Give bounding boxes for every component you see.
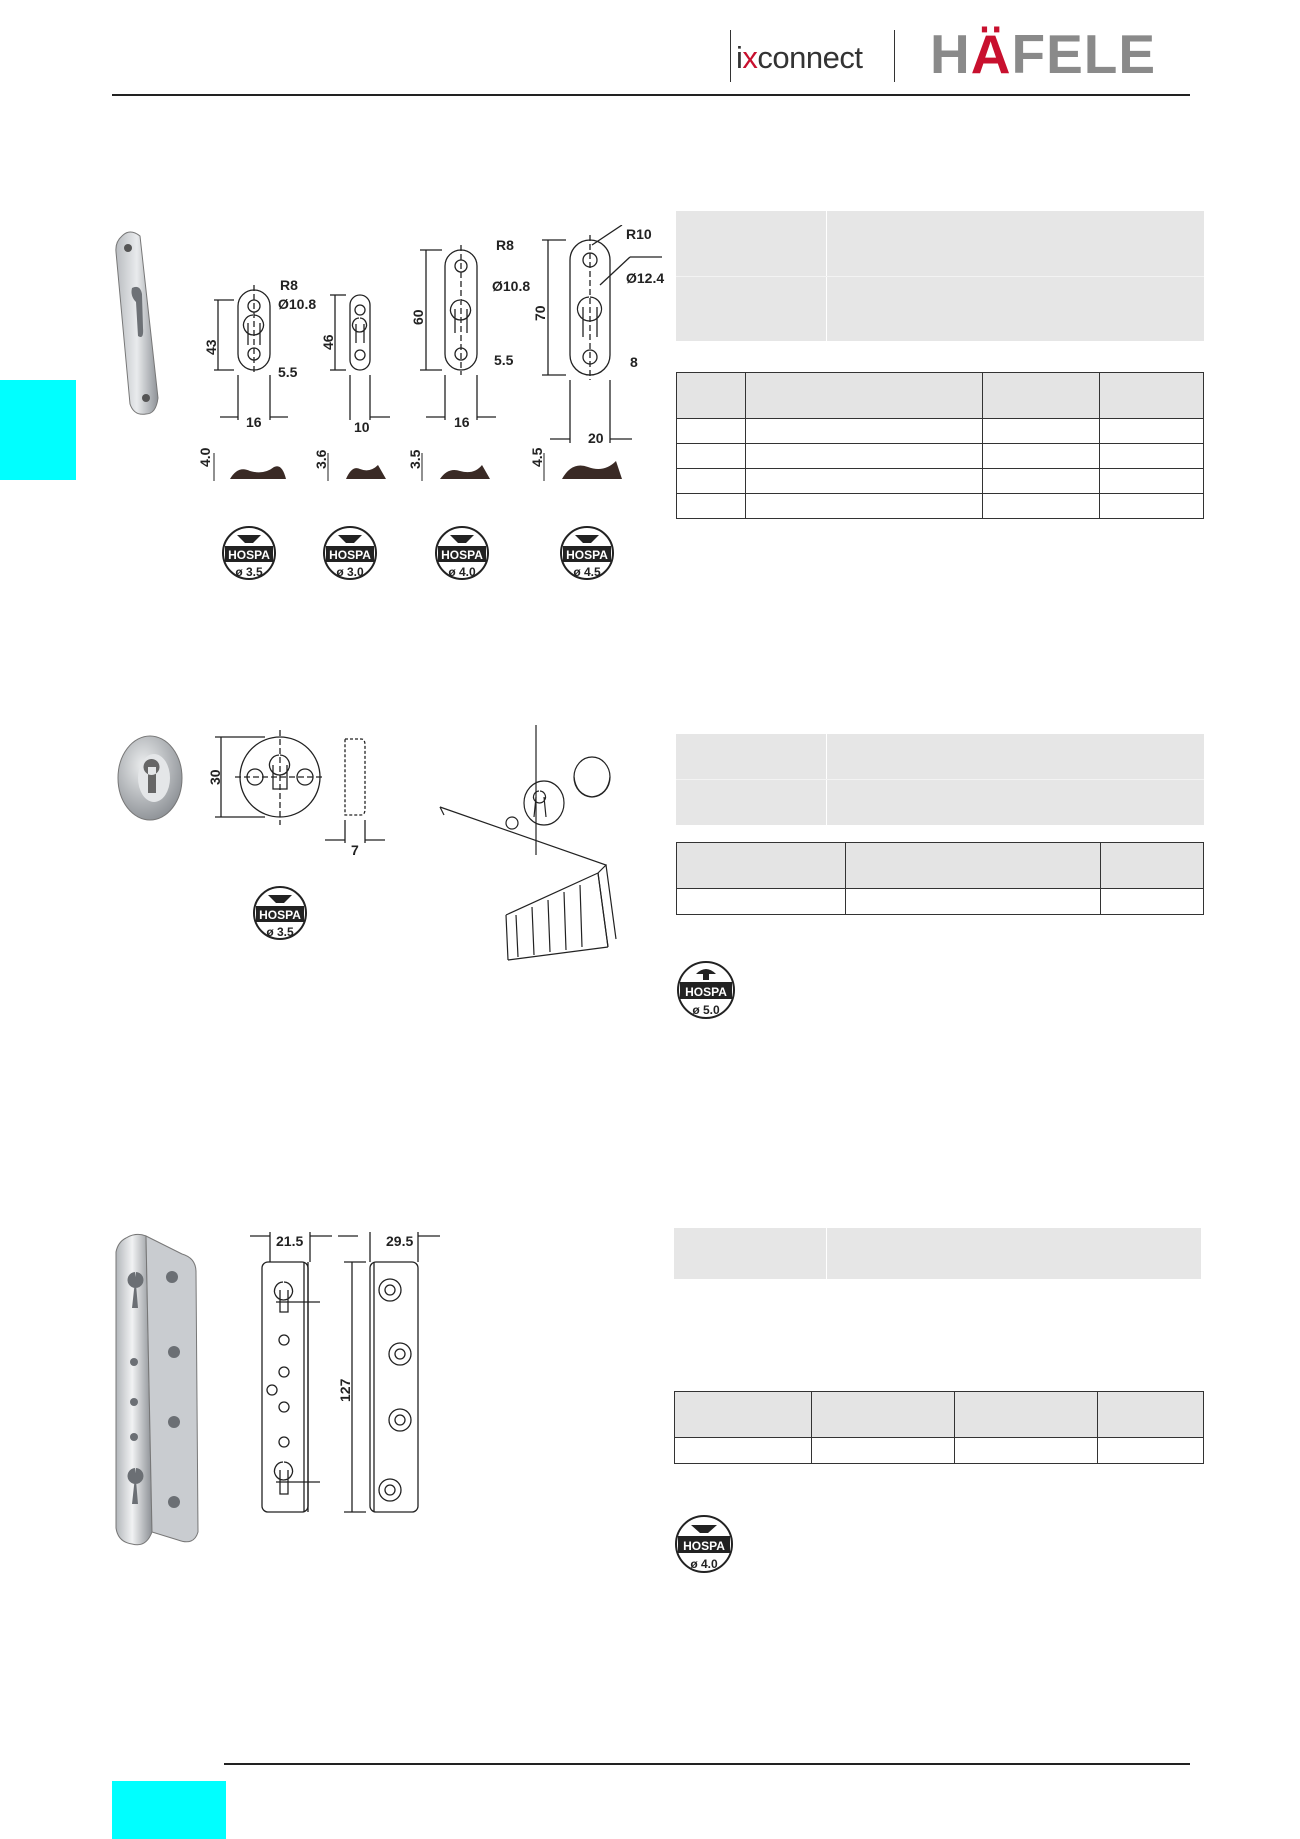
table-header-cell (745, 372, 983, 419)
countersunk-screw-icon: HOSPA ø 3.5 (222, 526, 276, 580)
dim-label: Ø10.8 (492, 278, 530, 294)
brand-hafele-rest: FELE (1011, 23, 1157, 85)
dim-label: 4.0 (197, 447, 213, 467)
svg-text:HOSPA: HOSPA (259, 908, 301, 922)
svg-text:HOSPA: HOSPA (441, 548, 483, 562)
dim-label: 16 (246, 414, 262, 430)
table-header-row (676, 372, 1204, 419)
footer-rule (224, 1763, 1190, 1765)
brand-ix-i: i (736, 40, 743, 75)
brand-ixconnect-divider-left (730, 30, 731, 82)
angle-bracket-drawings: 21.5 29.5 127 (250, 1232, 440, 1513)
spec-block-row-line (676, 276, 1204, 277)
spec-table-1 (676, 372, 1204, 519)
table-header-cell (1099, 372, 1204, 419)
section-tab (0, 380, 76, 480)
dim-label: R8 (496, 237, 514, 253)
dim-label: 5.5 (494, 352, 514, 368)
dim-label: 21.5 (276, 1233, 303, 1249)
brand-hafele-h: H (930, 23, 971, 85)
dim-label: 8 (630, 354, 638, 370)
svg-text:HOSPA: HOSPA (685, 985, 727, 999)
svg-text:ø 4.5: ø 4.5 (573, 565, 601, 579)
dim-label: 10 (354, 419, 370, 435)
dim-label: 20 (588, 430, 604, 446)
keyhole-plate-drawings: R8 Ø10.8 43 5.5 16 4.0 46 10 3.6 R8 Ø10.… (197, 225, 664, 481)
svg-text:HOSPA: HOSPA (228, 548, 270, 562)
dimension-labels: R8 Ø10.8 43 5.5 16 4.0 46 10 3.6 R8 Ø10.… (197, 226, 664, 469)
dim-label: 70 (532, 305, 548, 321)
dim-label: 29.5 (386, 1233, 413, 1249)
keyhole-plate-photo (115, 231, 159, 415)
svg-text:HOSPA: HOSPA (329, 548, 371, 562)
dim-label: 43 (203, 339, 219, 355)
round-keyhole-fitting-photo (117, 735, 183, 821)
dim-label: 46 (320, 334, 336, 350)
dim-label: 16 (454, 414, 470, 430)
brand-hafele-logo: HÄFELE (930, 22, 1156, 86)
svg-text:ø 3.5: ø 3.5 (266, 925, 294, 939)
thickness-profiles (218, 461, 622, 479)
dim-label: Ø10.8 (278, 296, 316, 312)
brand-ixconnect-divider-right (894, 30, 895, 82)
table-row (676, 418, 1204, 444)
round-keyhole-drawings: 30 7 (207, 730, 385, 858)
brand-ix-x: x (742, 40, 758, 75)
spec-block-3 (674, 1228, 1201, 1279)
spec-table-2 (676, 842, 1204, 915)
dim-label: Ø12.4 (626, 270, 664, 286)
svg-text:ø 5.0: ø 5.0 (692, 1003, 720, 1017)
spec-block-row-line (676, 779, 1204, 780)
brand-hafele-a-umlaut: Ä (970, 23, 1012, 85)
svg-text:ø 3.5: ø 3.5 (235, 565, 263, 579)
dim-label: 60 (410, 309, 426, 325)
table-row (676, 493, 1204, 519)
dim-label: 7 (351, 842, 359, 858)
footer-tab (112, 1781, 226, 1839)
table-row (676, 888, 1204, 915)
dim-label: R8 (280, 277, 298, 293)
table-header-cell (676, 372, 746, 419)
countersunk-screw-icon: HOSPA ø 3.5 (253, 886, 307, 940)
table-header-cell (982, 372, 1100, 419)
svg-text:HOSPA: HOSPA (683, 1539, 725, 1553)
svg-text:ø 4.0: ø 4.0 (690, 1557, 718, 1571)
table-header-row (674, 1391, 1204, 1438)
svg-text:HOSPA: HOSPA (566, 548, 608, 562)
table-row (676, 468, 1204, 494)
angle-bracket-photo (115, 1233, 199, 1546)
panhead-screw-icon: HOSPA ø 5.0 (677, 961, 735, 1019)
brand-ixconnect: ixconnect (736, 40, 863, 76)
spec-block-2 (676, 734, 1204, 825)
spec-block-divider (826, 1228, 827, 1279)
countersunk-screw-icon: HOSPA ø 4.0 (435, 526, 489, 580)
dim-label: 127 (337, 1378, 353, 1402)
dim-label: R10 (626, 226, 652, 242)
header-rule (112, 94, 1190, 96)
brand-ix-connect: connect (757, 40, 863, 75)
spec-table-3 (674, 1391, 1204, 1464)
countersunk-screw-icon: HOSPA ø 4.0 (675, 1515, 733, 1573)
svg-text:ø 4.0: ø 4.0 (448, 565, 476, 579)
installation-illustration (439, 725, 617, 961)
table-header-row (676, 842, 1204, 889)
table-row (674, 1437, 1204, 1464)
countersunk-screw-icon: HOSPA ø 4.5 (560, 526, 614, 580)
table-row (676, 443, 1204, 469)
dim-label: 3.5 (407, 449, 423, 469)
dim-label: 30 (207, 769, 223, 785)
dim-label: 5.5 (278, 364, 298, 380)
dim-label: 3.6 (313, 449, 329, 469)
svg-text:ø 3.0: ø 3.0 (336, 565, 364, 579)
spec-block-1 (676, 211, 1204, 341)
dim-label: 4.5 (529, 447, 545, 467)
countersunk-screw-icon: HOSPA ø 3.0 (323, 526, 377, 580)
